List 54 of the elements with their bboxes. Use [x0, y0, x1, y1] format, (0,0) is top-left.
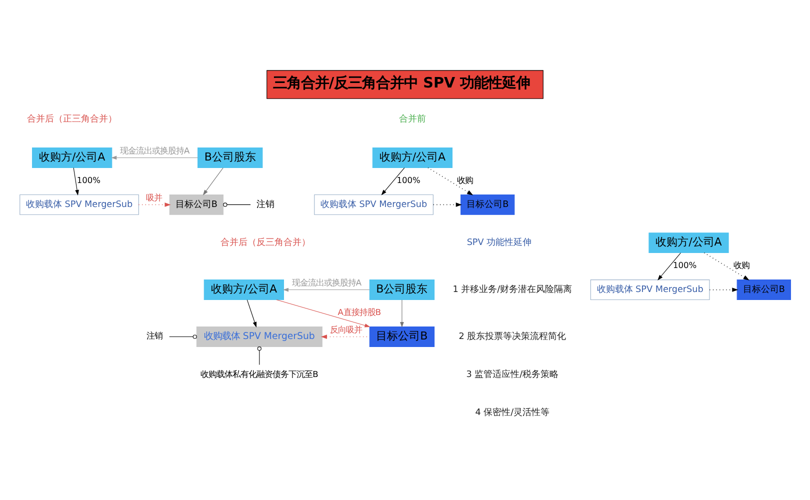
- edge-label: 100%: [396, 175, 420, 186]
- connector: [257, 346, 262, 365]
- label: SPV 功能性延伸: [466, 238, 532, 248]
- arrow: [73, 168, 79, 196]
- connector: [223, 202, 251, 207]
- node-box: 收购载体 SPV MergerSub: [590, 280, 710, 300]
- arrow: [202, 168, 224, 196]
- label: 合并前: [398, 114, 426, 125]
- edge-label: A直接持股B: [338, 307, 382, 318]
- node-box: 收购载体 SPV MergerSub: [314, 194, 434, 215]
- label: 1 并移业务/财务潜在风险隔离: [452, 284, 572, 295]
- arrow: [704, 252, 750, 280]
- edge-label: 反向吸并: [330, 324, 362, 334]
- arrow: [320, 334, 370, 339]
- edge-label: 100%: [673, 260, 697, 270]
- arrow: [428, 167, 474, 196]
- node-box: 目标公司B: [736, 280, 791, 300]
- node-text: 注销: [146, 330, 162, 341]
- edge-label: 现金流出或换股持A: [120, 145, 190, 156]
- node-text: 收购载体私有化融资债务下沉至B: [200, 368, 318, 379]
- node-text: 注销: [256, 200, 274, 210]
- edge-label: 吸并: [146, 192, 162, 202]
- edge-label: 收购: [734, 260, 750, 270]
- node-box: B公司股东: [198, 148, 263, 168]
- node-box: 收购载体 SPV MergerSub: [20, 194, 139, 215]
- diagram-title: 三角合并/反三角合并中 SPV 功能性延伸: [272, 76, 530, 92]
- node-box: 收购方/公司A: [648, 232, 729, 254]
- node-box: 收购方/公司A: [204, 280, 284, 300]
- arrow: [276, 300, 370, 328]
- arrow: [709, 288, 738, 292]
- node-box: 收购载体 SPV MergerSub: [196, 326, 322, 347]
- arrow: [658, 252, 681, 280]
- node-box: 收购方/公司A: [32, 148, 112, 168]
- label: 4 保密性/灵活性等: [475, 408, 550, 418]
- arrow: [246, 300, 257, 328]
- edge-label: 收购: [457, 175, 474, 186]
- label: 合并后（正三角合并）: [27, 114, 118, 125]
- label: 2 股东投票等决策流程简化: [458, 332, 566, 342]
- node-box: 目标公司B: [460, 194, 515, 215]
- label: 合并后（反三角合并）: [220, 238, 310, 248]
- arrow: [400, 300, 404, 328]
- node-box: 目标公司B: [169, 194, 224, 215]
- arrow: [138, 202, 171, 207]
- edge-label: 100%: [76, 175, 100, 186]
- arrow: [282, 288, 370, 292]
- arrow: [381, 168, 405, 196]
- node-box: B公司股东: [369, 280, 435, 300]
- node-box: 收购方/公司A: [372, 148, 453, 168]
- node-box: 目标公司B: [369, 326, 435, 347]
- edge-label: 现金流出或换股持A: [292, 277, 362, 288]
- connector: [169, 334, 197, 339]
- arrow: [111, 156, 198, 160]
- arrow: [432, 202, 462, 207]
- label: 3 监管适应性/税务策略: [466, 370, 559, 380]
